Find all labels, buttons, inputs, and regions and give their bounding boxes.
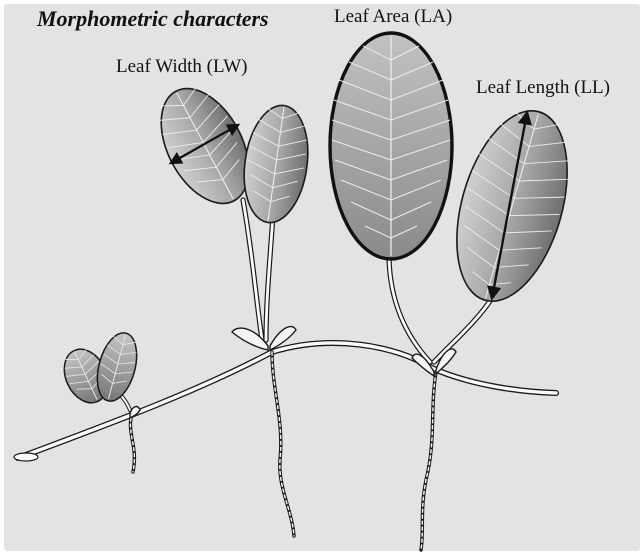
figure-title: Morphometric characters: [37, 6, 269, 32]
seedling-leaves: [56, 329, 143, 410]
leaf-length-leaf: [437, 98, 587, 314]
roots: [130, 352, 436, 550]
leaf-length-label: Leaf Length (LL): [476, 77, 610, 99]
leaf-area-leaf: [330, 33, 452, 259]
leaf-small-upright: [237, 101, 315, 226]
leaf-width-label: Leaf Width (LW): [116, 56, 247, 78]
stipules: [130, 327, 456, 418]
leaf-area-label: Leaf Area (LA): [334, 6, 452, 28]
